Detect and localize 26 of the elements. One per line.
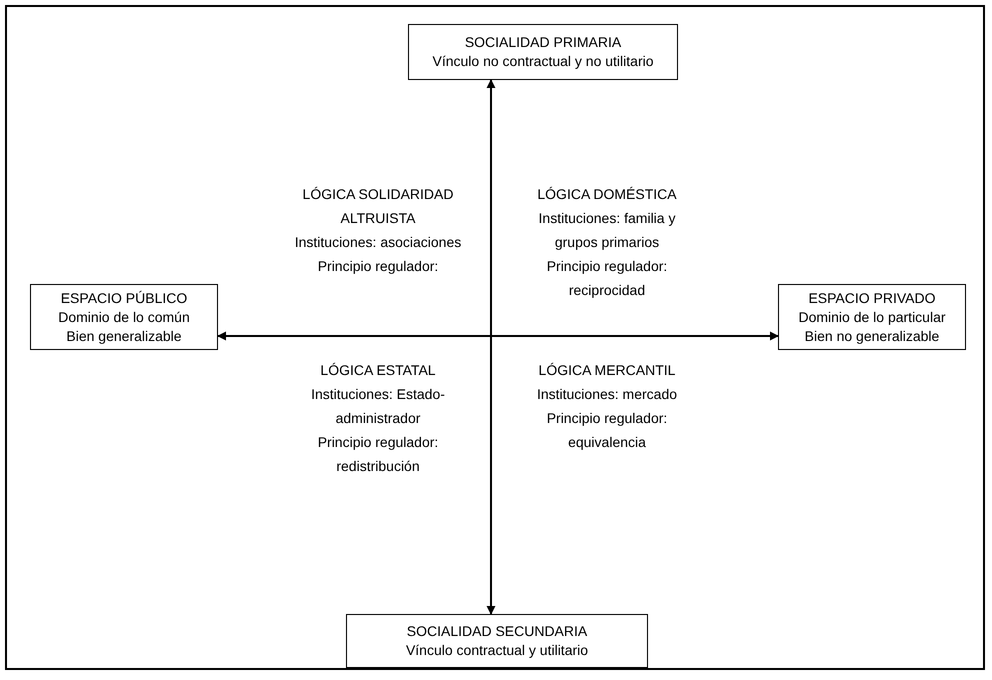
double-headed-arrow [217, 332, 779, 340]
quadrant-heading: LÓGICA DOMÉSTICA [536, 185, 678, 204]
quadrant-text: Principio regulador: reciprocidad [546, 257, 668, 300]
box-description: Vínculo contractual y utilitario [404, 641, 590, 660]
concept-box [30, 284, 218, 350]
box-heading: SOCIALIDAD SECUNDARIA [406, 622, 588, 641]
quadrant-text: Instituciones: Estado-administrador [310, 385, 446, 428]
concept-box [778, 284, 966, 350]
quadrant-text: Principio regulador: redistribución [316, 433, 440, 476]
box-description: Dominio de lo común Bien generalizable [57, 308, 191, 346]
quadrant-text: Instituciones: mercado [536, 385, 678, 404]
box-description: Vínculo no contractual y no utilitario [431, 52, 654, 71]
quadrant-heading: LÓGICA ESTATAL [319, 361, 437, 380]
quadrant-text: Instituciones: familia y grupos primarios [538, 209, 676, 252]
quadrant-heading: LÓGICA MERCANTIL [538, 361, 676, 380]
box-heading: ESPACIO PÚBLICO [60, 288, 188, 308]
quadrant-text: Principio regulador: equivalencia [546, 409, 668, 452]
box-heading: SOCIALIDAD PRIMARIA [464, 33, 622, 52]
quadrant-heading: LÓGICA SOLIDARIDAD ALTRUISTA [302, 185, 454, 228]
quadrant-text: Principio regulador: [316, 257, 440, 276]
box-heading: ESPACIO PRIVADO [807, 288, 937, 308]
concept-box [408, 24, 678, 80]
box-description: Dominio de lo particular Bien no generalizable [797, 308, 947, 346]
quadrant-text: Instituciones: asociaciones [294, 233, 462, 252]
concept-box [346, 614, 648, 668]
double-headed-arrow [486, 79, 496, 615]
